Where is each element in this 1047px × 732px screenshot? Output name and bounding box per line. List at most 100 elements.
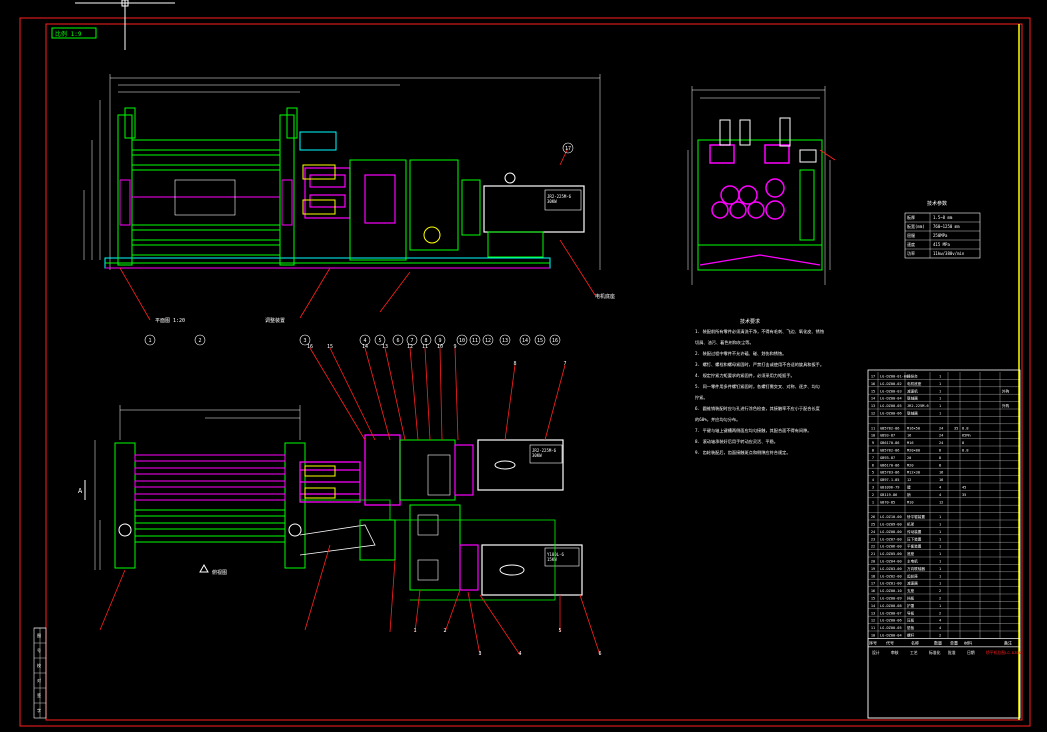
svg-text:4: 4 — [939, 626, 941, 630]
plan-view-label: 俯视图 — [212, 569, 227, 576]
side-elevation-view — [687, 86, 836, 285]
svg-text:LG-DZ00-02: LG-DZ00-02 — [880, 382, 902, 386]
svg-text:GB5782-86: GB5782-86 — [880, 449, 899, 453]
svg-text:LG-DZ08-00: LG-DZ08-00 — [880, 530, 902, 534]
strip-cell: 校 — [34, 657, 46, 668]
svg-text:GB97.1-85: GB97.1-85 — [880, 478, 899, 482]
svg-text:2: 2 — [198, 338, 201, 344]
svg-text:12: 12 — [871, 619, 875, 623]
svg-text:LG-DZ09-00: LG-DZ09-00 — [880, 523, 902, 527]
svg-text:13: 13 — [382, 344, 388, 350]
svg-text:1: 1 — [939, 574, 941, 578]
svg-text:24: 24 — [939, 434, 943, 438]
svg-text:8: 8 — [872, 449, 874, 453]
svg-text:外购: 外购 — [1002, 388, 1010, 393]
plan-callout-7: 7 — [563, 361, 566, 367]
svg-text:14: 14 — [522, 338, 528, 344]
svg-text:LG-DZ00-04: LG-DZ00-04 — [880, 397, 902, 401]
svg-text:LG-DZ00-08: LG-DZ00-08 — [880, 604, 902, 608]
svg-text:415 MPa: 415 MPa — [933, 242, 950, 247]
plan-callout-12: 12 — [407, 344, 413, 350]
svg-text:14: 14 — [871, 604, 875, 608]
svg-text:1: 1 — [939, 537, 941, 541]
strip-cell: 字 — [34, 702, 46, 713]
svg-text:减速机: 减速机 — [907, 388, 918, 393]
svg-text:M12×30: M12×30 — [907, 471, 920, 475]
bom-row — [868, 416, 1020, 424]
svg-text:1: 1 — [939, 582, 941, 586]
svg-text:LG-DZ00-04: LG-DZ00-04 — [880, 634, 902, 638]
scale-label: 比例 1:9 — [55, 30, 82, 38]
svg-text:LG-DZ01-00: LG-DZ01-00 — [880, 582, 902, 586]
svg-text:1: 1 — [939, 404, 941, 408]
svg-text:12: 12 — [871, 412, 875, 416]
svg-text:销: 销 — [907, 492, 911, 497]
svg-text:操纵台: 操纵台 — [907, 374, 918, 379]
svg-text:5: 5 — [378, 338, 381, 344]
svg-text:65Mn: 65Mn — [962, 434, 971, 438]
svg-text:9: 9 — [438, 338, 441, 344]
callout-11: 11 — [469, 334, 481, 346]
svg-text:16: 16 — [552, 338, 558, 344]
svg-text:25: 25 — [871, 523, 875, 527]
note-line: 4. 规定拧紧力矩要求的紧固件，必须采用力矩扳手。 — [695, 372, 795, 379]
svg-text:17: 17 — [871, 582, 875, 586]
svg-text:1: 1 — [939, 389, 941, 393]
svg-text:垫板: 垫板 — [907, 625, 915, 630]
svg-text:8: 8 — [939, 449, 941, 453]
plan-callout-4: 4 — [518, 651, 521, 657]
strip-cell: 图 — [34, 627, 46, 638]
svg-text:GB119-86: GB119-86 — [880, 493, 897, 497]
svg-text:16: 16 — [307, 344, 313, 350]
svg-text:压下装置: 压下装置 — [907, 536, 922, 541]
svg-text:250MPa: 250MPa — [933, 233, 948, 238]
svg-text:字: 字 — [37, 707, 41, 713]
svg-text:2: 2 — [939, 634, 941, 638]
svg-text:16: 16 — [939, 478, 943, 482]
svg-text:名称: 名称 — [911, 639, 919, 645]
svg-text:17: 17 — [565, 146, 571, 152]
bom-row — [868, 505, 1020, 513]
svg-text:7: 7 — [563, 361, 566, 367]
svg-text:设计: 设计 — [872, 650, 880, 655]
svg-text:GB5783-86: GB5783-86 — [880, 471, 899, 475]
note-line: 拧紧。 — [695, 394, 708, 400]
svg-text:13: 13 — [502, 338, 508, 344]
svg-text:1: 1 — [939, 604, 941, 608]
section-mark-a: A — [78, 487, 83, 495]
svg-text:2: 2 — [939, 597, 941, 601]
svg-text:LG-DZ00-05: LG-DZ00-05 — [880, 404, 902, 408]
svg-text:16: 16 — [871, 382, 875, 386]
svg-text:20: 20 — [871, 560, 875, 564]
svg-text:LG-DZ00-06: LG-DZ00-06 — [880, 619, 902, 623]
svg-text:导板: 导板 — [907, 610, 915, 615]
crosshair-cursor-icon[interactable] — [75, 0, 175, 50]
svg-text:11: 11 — [422, 344, 428, 350]
svg-text:螺杆: 螺杆 — [907, 633, 915, 638]
svg-text:GB6170-86: GB6170-86 — [880, 463, 899, 467]
svg-text:GB5782-86: GB5782-86 — [880, 426, 899, 430]
svg-text:矫平机总图: 矫平机总图 — [986, 650, 1005, 655]
svg-text:24: 24 — [939, 441, 943, 445]
svg-text:标准化: 标准化 — [929, 650, 941, 655]
svg-text:8: 8 — [939, 463, 941, 467]
svg-text:11: 11 — [871, 626, 875, 630]
plan-callout-13: 13 — [382, 344, 388, 350]
